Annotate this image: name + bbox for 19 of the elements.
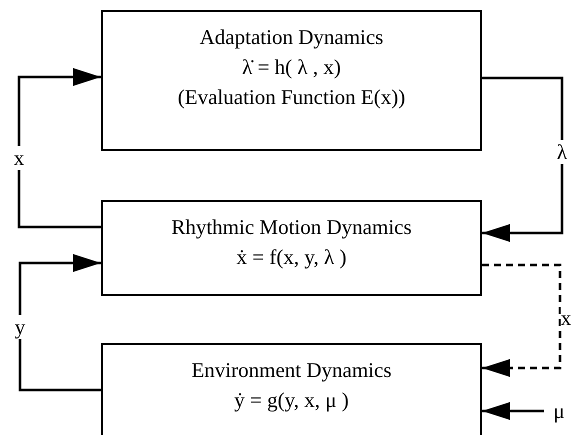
box-title: Environment Dynamics [191, 357, 392, 383]
equation: ẋ = f(x, y, λ ) [236, 244, 346, 270]
equation: (Evaluation Function E(x)) [178, 84, 406, 110]
edge-label: y [14, 315, 26, 339]
process-box [101, 10, 482, 151]
signal-label: μ [553, 398, 565, 424]
box-title: Rhythmic Motion Dynamics [171, 214, 412, 240]
arrow [482, 402, 544, 420]
edge-label: x [14, 146, 24, 170]
process-box [101, 200, 482, 296]
arrow [18, 254, 101, 392]
arrow [482, 264, 562, 377]
equation: ẏ = g(y, x, μ ) [234, 387, 349, 413]
arrow [18, 68, 101, 228]
box-title: Adaptation Dynamics [200, 24, 384, 50]
edge-label: λ [556, 140, 568, 164]
equation: λ̇ = h( λ , x) [242, 54, 341, 80]
process-box [101, 343, 482, 435]
arrow [482, 76, 564, 242]
